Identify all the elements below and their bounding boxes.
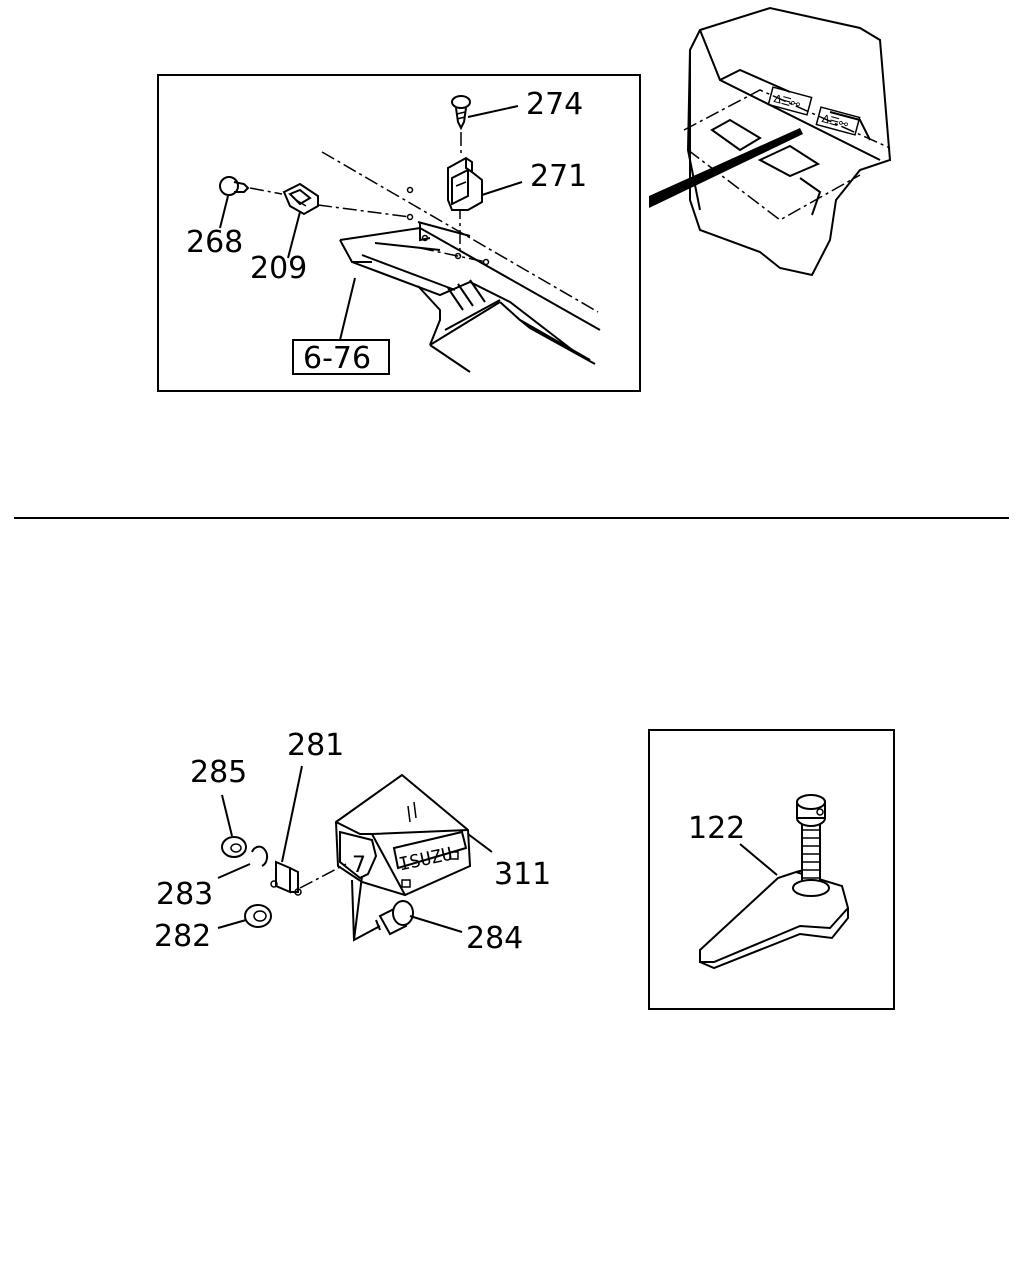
label-274: 274 — [526, 87, 583, 122]
callout-wedge — [649, 128, 803, 208]
label-284: 284 — [466, 921, 523, 956]
label-271: 271 — [530, 159, 587, 194]
label-6-76: 6-76 — [303, 341, 371, 376]
label-209: 209 — [250, 251, 307, 286]
label-281: 281 — [287, 728, 344, 763]
label-285: 285 — [190, 755, 247, 790]
nut-285-icon — [221, 794, 247, 858]
clip-209-icon — [282, 182, 319, 259]
bracket-281-icon — [270, 765, 347, 896]
cab-illustration: Δ☰⚯ Δ☰⚯ — [649, 6, 892, 277]
label-282: 282 — [154, 919, 211, 954]
label-268: 268 — [186, 225, 243, 260]
screw-274-icon — [451, 95, 519, 155]
label-283: 283 — [156, 877, 213, 912]
roof-panel — [317, 151, 601, 373]
label-122: 122 — [688, 811, 745, 846]
ref-box-6-76: 6-76 — [292, 277, 390, 376]
nut-282-icon — [217, 904, 272, 929]
washer-283-icon — [217, 845, 269, 879]
upper-inset-frame — [157, 74, 641, 392]
relay-symbol: 7 — [352, 853, 366, 878]
lower-inset-frame — [648, 729, 895, 1010]
relay-assembly: 7 ISUZU 311 281 285 — [154, 728, 551, 956]
cab-marker-2: Δ☰⚯ — [820, 112, 850, 132]
relay-box-311: 7 ISUZU — [334, 773, 493, 897]
bolt-284-icon — [351, 875, 463, 942]
wrench-122-icon — [699, 794, 850, 970]
lower-right-inset: 122 — [648, 729, 895, 1010]
clip-271-icon — [447, 156, 523, 211]
rivet-268-icon — [219, 176, 283, 229]
label-311: 311 — [494, 857, 551, 892]
upper-inset: 274 271 268 209 6- — [157, 74, 641, 392]
